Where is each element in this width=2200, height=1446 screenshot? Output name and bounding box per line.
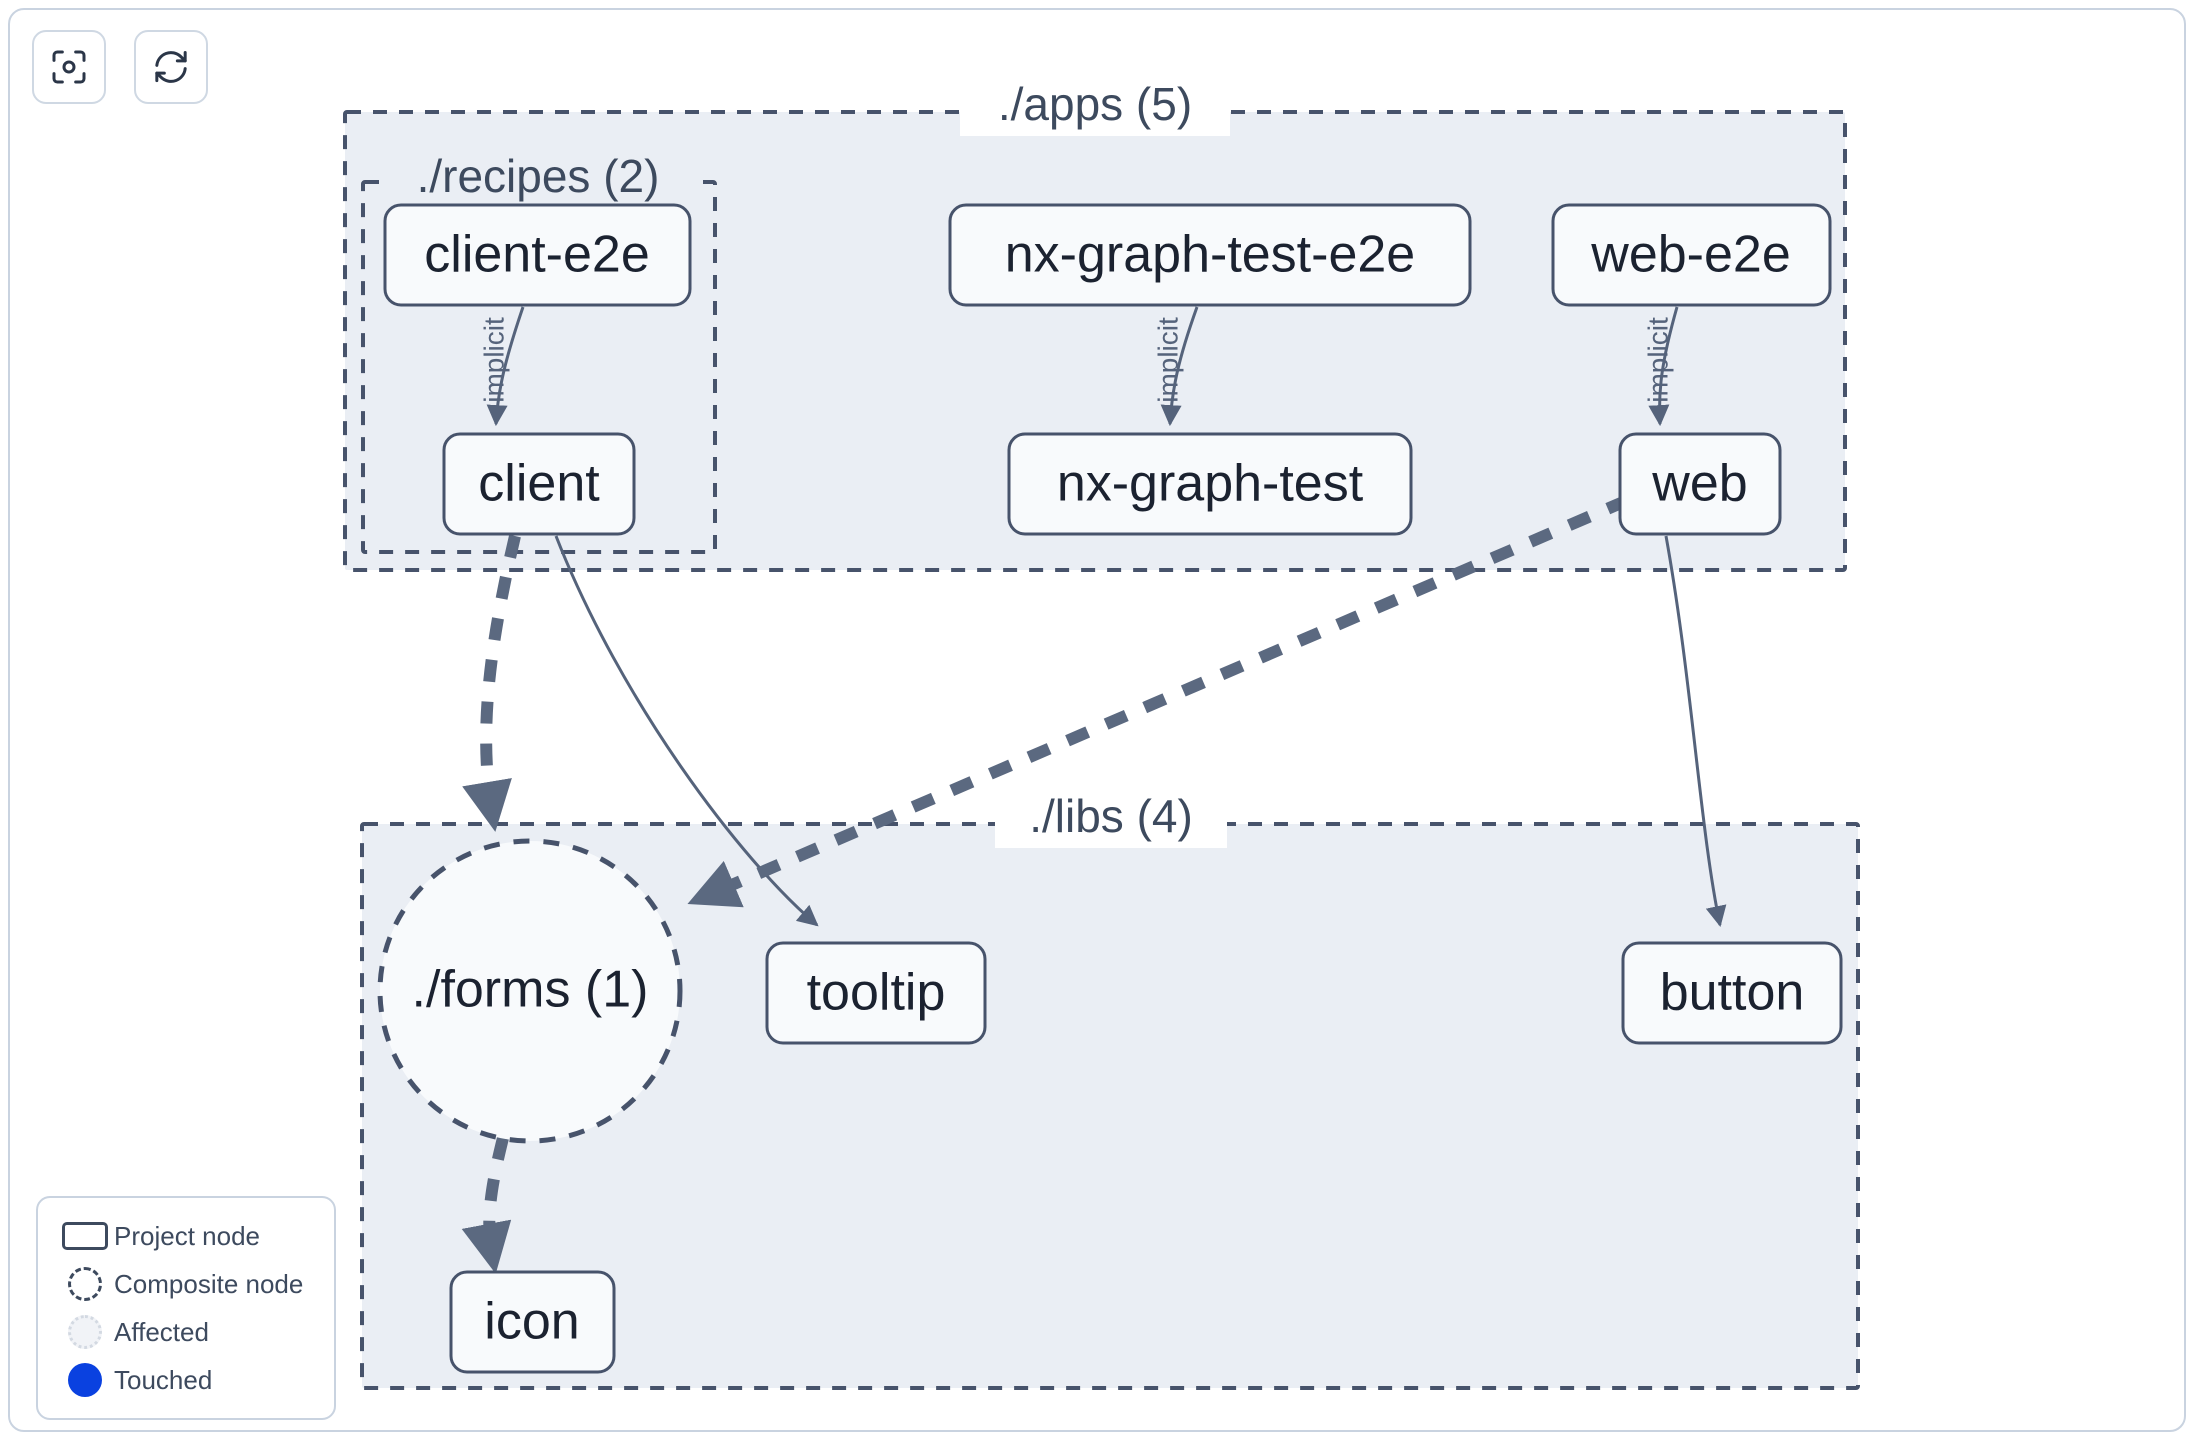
edge-client-to-tooltip[interactable] <box>554 535 819 927</box>
edge-web-to-button[interactable] <box>1664 535 1727 928</box>
node-client[interactable]: client <box>442 432 636 536</box>
edge-label-implicit-client: implicit <box>478 317 509 403</box>
group-apps-label: ./apps (5) <box>998 78 1192 130</box>
node-web[interactable]: web <box>1618 432 1782 536</box>
focus-graph-button[interactable] <box>32 30 106 104</box>
edge-client-e2e-to-client[interactable]: implicit <box>478 306 525 427</box>
node-nx-graph-test-label: nx-graph-test <box>1057 455 1364 513</box>
edge-label-implicit-web: implicit <box>1642 317 1673 403</box>
node-button-label: button <box>1660 964 1805 1022</box>
group-libs[interactable] <box>360 822 1860 1390</box>
composite-node-glyph <box>56 1267 114 1301</box>
legend-label-project-node: Project node <box>114 1220 260 1251</box>
group-recipes-label: ./recipes (2) <box>417 150 660 202</box>
legend-label-composite-node: Composite node <box>114 1268 304 1299</box>
legend-label-affected: Affected <box>114 1316 209 1347</box>
node-web-label: web <box>1651 455 1747 513</box>
focus-icon <box>49 47 89 87</box>
node-button[interactable]: button <box>1621 941 1843 1045</box>
node-web-e2e-label: web-e2e <box>1590 226 1790 284</box>
project-node-glyph <box>56 1222 114 1250</box>
group-label-libs: ./libs (4) <box>995 790 1227 848</box>
edge-client-to-forms[interactable] <box>462 534 521 832</box>
group-label-apps: ./apps (5) <box>960 78 1230 136</box>
group-libs-label: ./libs (4) <box>1029 790 1193 842</box>
legend-item-composite-node: Composite node <box>56 1260 316 1308</box>
node-forms-label: ./forms (1) <box>412 961 649 1019</box>
edge-webe2e-to-web[interactable]: implicit <box>1642 306 1679 427</box>
edge-forms-to-icon[interactable] <box>461 1136 512 1274</box>
node-forms-composite[interactable]: ./forms (1) <box>377 838 683 1144</box>
refresh-icon <box>151 47 191 87</box>
node-nx-graph-test-e2e-label: nx-graph-test-e2e <box>1005 226 1415 284</box>
legend-item-affected: Affected <box>56 1308 316 1356</box>
affected-node-glyph <box>56 1315 114 1349</box>
node-nx-graph-test[interactable]: nx-graph-test <box>1007 432 1413 536</box>
node-icon[interactable]: icon <box>449 1270 616 1374</box>
legend-label-touched: Touched <box>114 1364 213 1395</box>
group-label-recipes: ./recipes (2) <box>382 150 694 208</box>
node-tooltip-label: tooltip <box>807 964 946 1022</box>
legend-item-project-node: Project node <box>56 1212 316 1260</box>
edge-nxge2e-to-nxg[interactable]: implicit <box>1152 306 1199 427</box>
node-tooltip[interactable]: tooltip <box>765 941 987 1045</box>
node-client-label: client <box>478 455 600 513</box>
refresh-graph-button[interactable] <box>134 30 208 104</box>
node-client-e2e[interactable]: client-e2e <box>383 203 692 307</box>
edge-label-implicit-nxgraphtest: implicit <box>1152 317 1183 403</box>
node-icon-label: icon <box>484 1293 579 1351</box>
node-web-e2e[interactable]: web-e2e <box>1551 203 1832 307</box>
node-client-e2e-label: client-e2e <box>424 226 649 284</box>
touched-node-glyph <box>56 1363 114 1397</box>
legend-item-touched: Touched <box>56 1356 316 1404</box>
graph-toolbar <box>32 30 208 104</box>
node-nx-graph-test-e2e[interactable]: nx-graph-test-e2e <box>948 203 1472 307</box>
graph-legend: Project node Composite node Affected Tou… <box>36 1196 336 1420</box>
